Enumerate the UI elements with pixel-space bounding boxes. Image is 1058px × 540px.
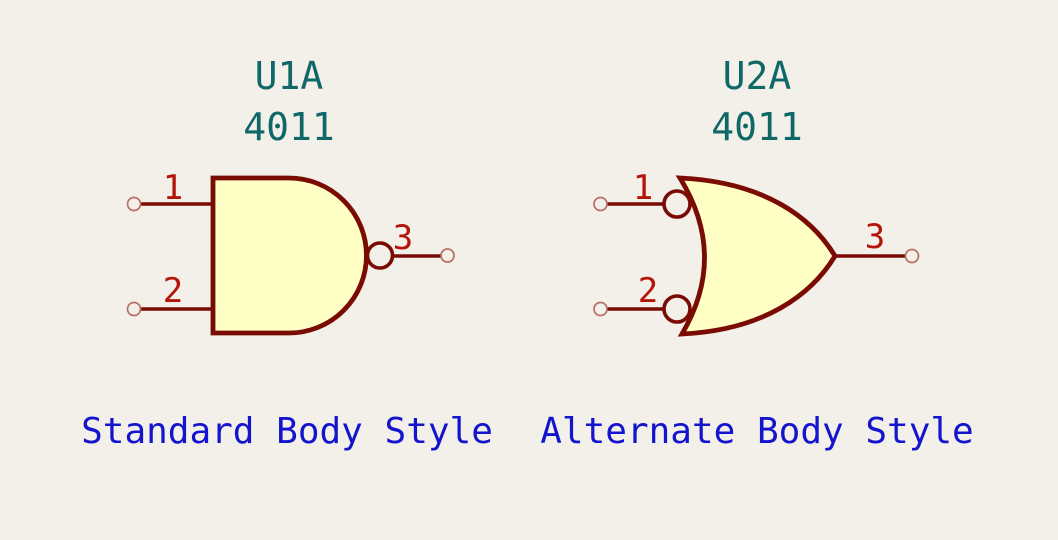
pin-1-endpoint-icon — [126, 196, 142, 212]
symbol-u1a-standard-nand[interactable]: 1 2 3 U1A 4011 — [126, 54, 455, 336]
nand-gate-body — [210, 175, 369, 336]
caption-standard-body-style[interactable]: Standard Body Style — [81, 411, 493, 452]
reference-field[interactable]: U1A — [255, 54, 324, 98]
value-field[interactable]: 4011 — [243, 105, 335, 149]
reference-field[interactable]: U2A — [723, 54, 792, 98]
pin-3-number: 3 — [865, 217, 885, 257]
or-style-gate-body — [675, 175, 838, 337]
pin-2-number: 2 — [163, 271, 183, 311]
pin-1-number: 1 — [633, 168, 653, 208]
caption-alternate-body-style[interactable]: Alternate Body Style — [540, 411, 973, 452]
output-inversion-bubble-icon — [365, 241, 395, 270]
value-field[interactable]: 4011 — [711, 105, 803, 149]
pin-3-endpoint-icon — [904, 248, 920, 264]
pin-1-endpoint-icon — [593, 196, 608, 212]
pin-1-number: 1 — [163, 168, 183, 208]
input-2-inversion-bubble-icon — [662, 294, 692, 324]
pin-2-endpoint-icon — [593, 301, 608, 317]
pin-3-number: 3 — [393, 218, 413, 258]
pin-3-endpoint-icon — [440, 248, 455, 263]
symbol-u2a-alternate-nand[interactable]: 1 2 3 U2A 4011 — [593, 54, 920, 337]
input-1-inversion-bubble-icon — [662, 189, 692, 219]
pin-2-number: 2 — [638, 271, 658, 311]
pin-2-endpoint-icon — [126, 301, 142, 317]
